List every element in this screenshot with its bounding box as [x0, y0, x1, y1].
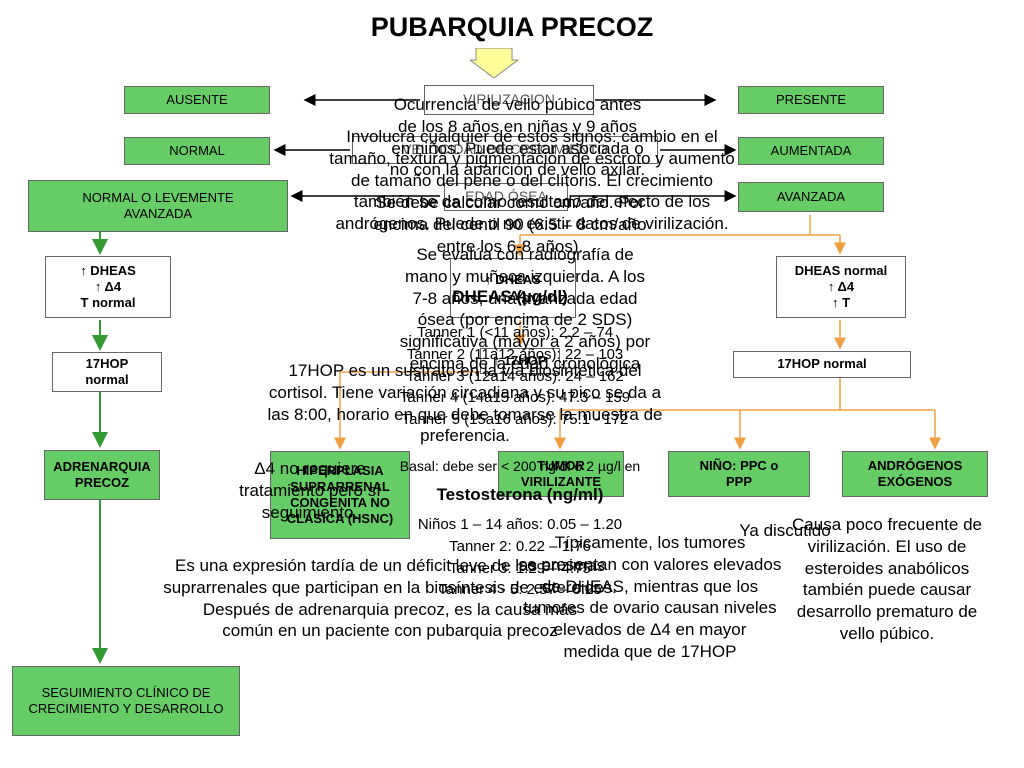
center-lab-dheas: ↑ DHEAS — [485, 271, 541, 287]
virilizacion-text: Involucra cualquier de estos signos: cam… — [329, 127, 735, 233]
right-lab-t: ↑ T — [831, 295, 851, 311]
center-labs-box: ↑ DHEAS ↑ Δ4 — [450, 258, 576, 318]
left-lab-delta4: ↑ Δ4 — [94, 278, 122, 294]
presente-box: PRESENTE — [738, 86, 884, 114]
testo-title: Testosterona (ng/ml) — [436, 485, 604, 504]
testo-values: Niños 1 – 14 años: 0.05 – 1.20 Tanner 2:… — [417, 516, 623, 599]
adrenarquia-text: Es una expresión tardía de un déficit le… — [163, 556, 617, 641]
hsnc-box: HIPERPLASIA SUPRARRENAL CONGENITA NO CLÁ… — [270, 451, 410, 539]
center-hop-box: ↑ 17HOP — [480, 348, 560, 374]
avanzada-box: AVANZADA — [738, 182, 884, 212]
hop-text: 17HOP es un sustrato en la vía biosintét… — [267, 361, 663, 446]
exogenos-text: Causa poco frecuente de virilización. El… — [792, 515, 982, 643]
velocidad-text: Se debe calcular como cm/año. Por encima… — [373, 193, 647, 256]
left-labs-box: ↑ DHEAS ↑ Δ4 T normal — [45, 256, 171, 318]
edad-osea-box: EDAD ÓSEA — [444, 183, 568, 211]
tumor-text: Típicamente, los tumores se presentan co… — [518, 533, 782, 661]
adrenarquia-box: ADRENARQUIA PRECOZ — [44, 450, 160, 500]
center-lab-delta4: ↑ Δ4 — [499, 288, 527, 303]
right-lab-dheas: DHEAS normal — [794, 262, 888, 278]
velocidad-box: VELOCIDAD DE CRECIMIENTO — [352, 136, 658, 164]
virilizacion-box: VIRILIZACION — [424, 85, 594, 115]
ya-discutido-text: Ya discutido — [739, 521, 831, 540]
edad-osea-text: Se evalúa con radiografía de mano y muñe… — [399, 245, 651, 373]
left-lab-dheas: ↑ DHEAS — [80, 262, 136, 278]
left-lab-t: T normal — [80, 295, 136, 311]
velocidad-normal-box: NORMAL — [124, 137, 270, 165]
exogenos-box: ANDRÓGENOS EXÓGENOS — [842, 451, 988, 497]
seguimiento-box: SEGUIMIENTO CLÍNICO DE CRECIMIENTO Y DES… — [12, 666, 240, 736]
nino-box: NIÑO: PPC o PPP — [668, 451, 810, 497]
ausente-box: AUSENTE — [124, 86, 270, 114]
left-hop-box: 17HOP normal — [52, 352, 162, 392]
hop-value: Basal: debe ser < 200 ng/dl o 2 µg/l en — [399, 458, 641, 474]
dheas-title: DHEAS (µg/dl) — [452, 287, 568, 306]
dheas-values: Tanner 1 (<11 años): 2.2 – 74 Tanner 2 (… — [399, 324, 631, 428]
edad-osea-normal-box: NORMAL O LEVEMENTE AVANZADA — [28, 180, 288, 232]
definition-text: Ocurrencia de vello púbico antes de los … — [389, 95, 646, 180]
page-title: PUBARQUIA PRECOZ — [370, 12, 654, 42]
right-labs-box: DHEAS normal ↑ Δ4 ↑ T — [776, 256, 906, 318]
right-hop-box: 17HOP normal — [733, 351, 911, 378]
tumor-box: TUMOR VIRILIZANTE — [498, 451, 624, 497]
right-lab-delta4: ↑ Δ4 — [827, 278, 855, 294]
delta4-note: Δ4 no requiere tratamiento pero sí segui… — [239, 459, 381, 522]
aumentada-box: AUMENTADA — [738, 137, 884, 165]
down-arrow-icon — [470, 48, 518, 78]
